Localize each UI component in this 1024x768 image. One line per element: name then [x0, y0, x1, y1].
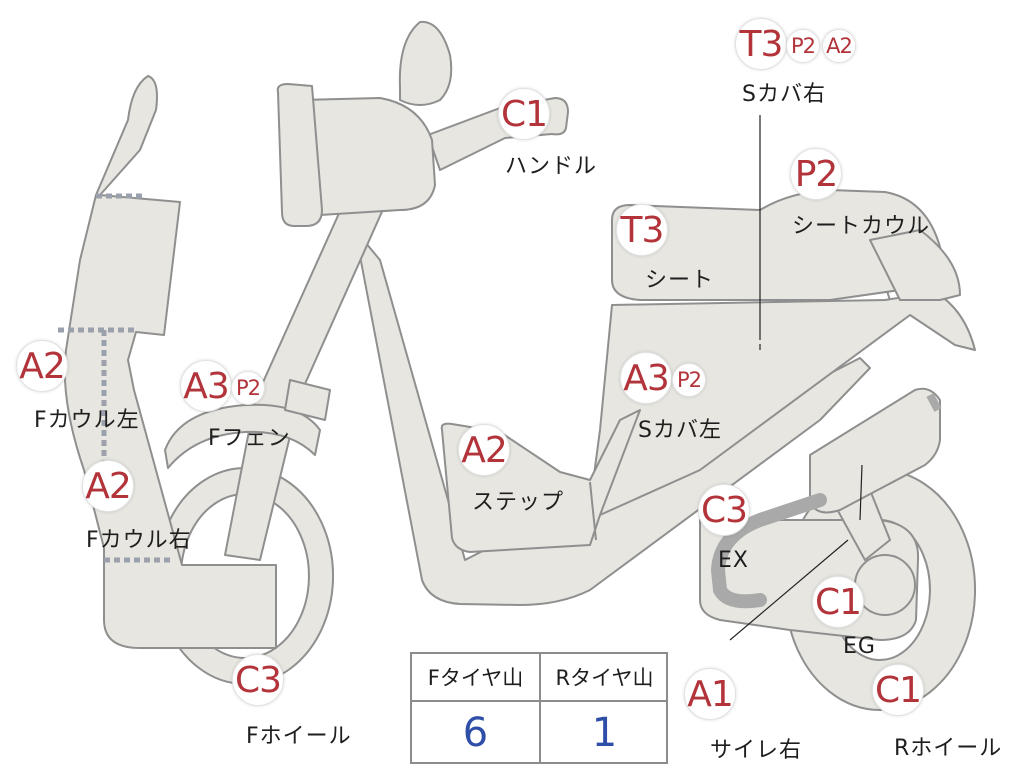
- grade-badge-f-wheel: C3: [232, 654, 284, 706]
- grade-badge-silencer-r: A1: [684, 668, 736, 720]
- grade-badge-side-cover-l-1: A3: [620, 352, 672, 404]
- engine-hub-shape: [854, 554, 916, 616]
- grade-badge-f-fender-2: P2: [231, 371, 265, 405]
- rear-tread-header: Rタイヤ山: [555, 666, 654, 690]
- grade-badge-f-fender-1: A3: [180, 360, 232, 412]
- handle-grip-shape: [276, 83, 323, 227]
- part-label-handle: ハンドル: [505, 154, 598, 179]
- front-tread-header: Fタイヤ山: [427, 666, 524, 690]
- mirror-shape: [398, 20, 453, 106]
- part-label-ex: EX: [718, 548, 749, 573]
- part-label-f-wheel: Fホイール: [246, 724, 352, 749]
- part-label-eg: EG: [843, 634, 876, 659]
- seat-shape: [611, 189, 943, 301]
- leader-engine: [859, 464, 863, 521]
- rear-tread-value: 1: [591, 710, 618, 756]
- grade-badge-seat: T3: [616, 204, 668, 256]
- seat-cowl-shape: [869, 229, 961, 301]
- front-fender-shape: [164, 403, 321, 469]
- cowl-middle-seam: [58, 327, 136, 465]
- grade-badge-side-cover-r-1: T3: [735, 18, 787, 70]
- grade-badge-r-wheel: C1: [872, 664, 924, 716]
- air-box-pipe: [926, 393, 942, 412]
- part-label-r-wheel: Rホイール: [894, 736, 1003, 761]
- grade-badge-side-cover-r-3: A2: [822, 29, 856, 63]
- part-label-side-cover-r: Sカバ右: [742, 82, 826, 107]
- part-label-silencer-r: サイレ右: [710, 738, 803, 763]
- front-cowl-shape: [63, 75, 277, 649]
- step-seam: [589, 481, 597, 541]
- part-label-seat: シート: [645, 268, 715, 293]
- part-label-f-fender: Fフェン: [208, 426, 291, 451]
- grade-badge-side-cover-r-2: P2: [786, 29, 820, 63]
- tire-tread-table: Fタイヤ山 Rタイヤ山 6 1: [410, 652, 668, 764]
- table-divider-vertical: [539, 654, 541, 762]
- grade-badge-handle: C1: [498, 88, 550, 140]
- part-label-side-cover-l: Sカバ左: [638, 418, 722, 443]
- grade-badge-eg: C1: [812, 576, 864, 628]
- part-label-seat-cowl: シートカウル: [792, 214, 931, 239]
- leader-silencer: [729, 539, 849, 641]
- grade-badge-ex: C3: [698, 484, 750, 536]
- grade-badge-step: A2: [458, 424, 510, 476]
- part-label-step: ステップ: [472, 490, 565, 515]
- grade-badge-seat-cowl: P2: [790, 148, 842, 200]
- grade-badge-f-cowl-l: A2: [16, 340, 68, 392]
- fork-cover-shape: [284, 379, 331, 421]
- part-label-f-cowl-r: Fカウル右: [86, 528, 192, 553]
- grade-badge-side-cover-l-2: P2: [672, 363, 706, 397]
- front-tread-value: 6: [462, 710, 489, 756]
- part-label-f-cowl-l: Fカウル左: [34, 408, 140, 433]
- air-box-shape: [809, 387, 941, 514]
- grade-badge-f-cowl-r: A2: [82, 460, 134, 512]
